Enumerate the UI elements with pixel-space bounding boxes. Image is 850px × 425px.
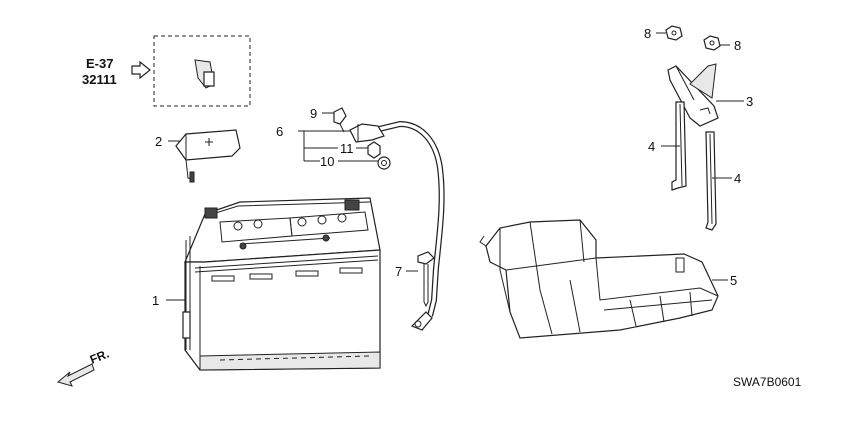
callout-4-left: 4 xyxy=(648,139,655,154)
front-direction-label: FR. xyxy=(88,347,111,367)
reference-code-page: E-37 xyxy=(86,56,113,71)
callout-9: 9 xyxy=(310,106,317,121)
diagram-code: SWA7B0601 xyxy=(733,375,802,389)
callout-7: 7 xyxy=(395,264,402,279)
callout-3: 3 xyxy=(746,94,753,109)
hold-rod-right xyxy=(705,131,717,231)
callout-11: 11 xyxy=(340,141,354,156)
callout-4-right: 4 xyxy=(734,171,741,186)
nut-8-left xyxy=(665,25,683,41)
reference-arrow xyxy=(131,60,151,80)
nut-10 xyxy=(377,156,391,170)
callout-10: 10 xyxy=(320,154,334,169)
nut-11 xyxy=(367,141,381,159)
bolt-7 xyxy=(417,251,435,308)
callout-8-left: 8 xyxy=(644,26,651,41)
nut-8-right xyxy=(703,35,721,51)
battery-tray xyxy=(479,219,719,339)
callout-6: 6 xyxy=(276,124,283,139)
callout-1: 1 xyxy=(152,293,159,308)
callout-2: 2 xyxy=(155,134,162,149)
callout-5: 5 xyxy=(730,273,737,288)
reference-detail-box xyxy=(153,35,251,107)
front-arrow-icon xyxy=(56,363,95,387)
leader-lines xyxy=(166,32,744,301)
battery xyxy=(182,197,381,371)
battery-hold-bracket xyxy=(667,63,719,127)
bolt-9 xyxy=(333,107,347,133)
terminal-cover xyxy=(175,129,241,183)
reference-code-part: 32111 xyxy=(82,72,117,87)
negative-cable xyxy=(349,120,445,331)
callout-8-right: 8 xyxy=(734,38,741,53)
